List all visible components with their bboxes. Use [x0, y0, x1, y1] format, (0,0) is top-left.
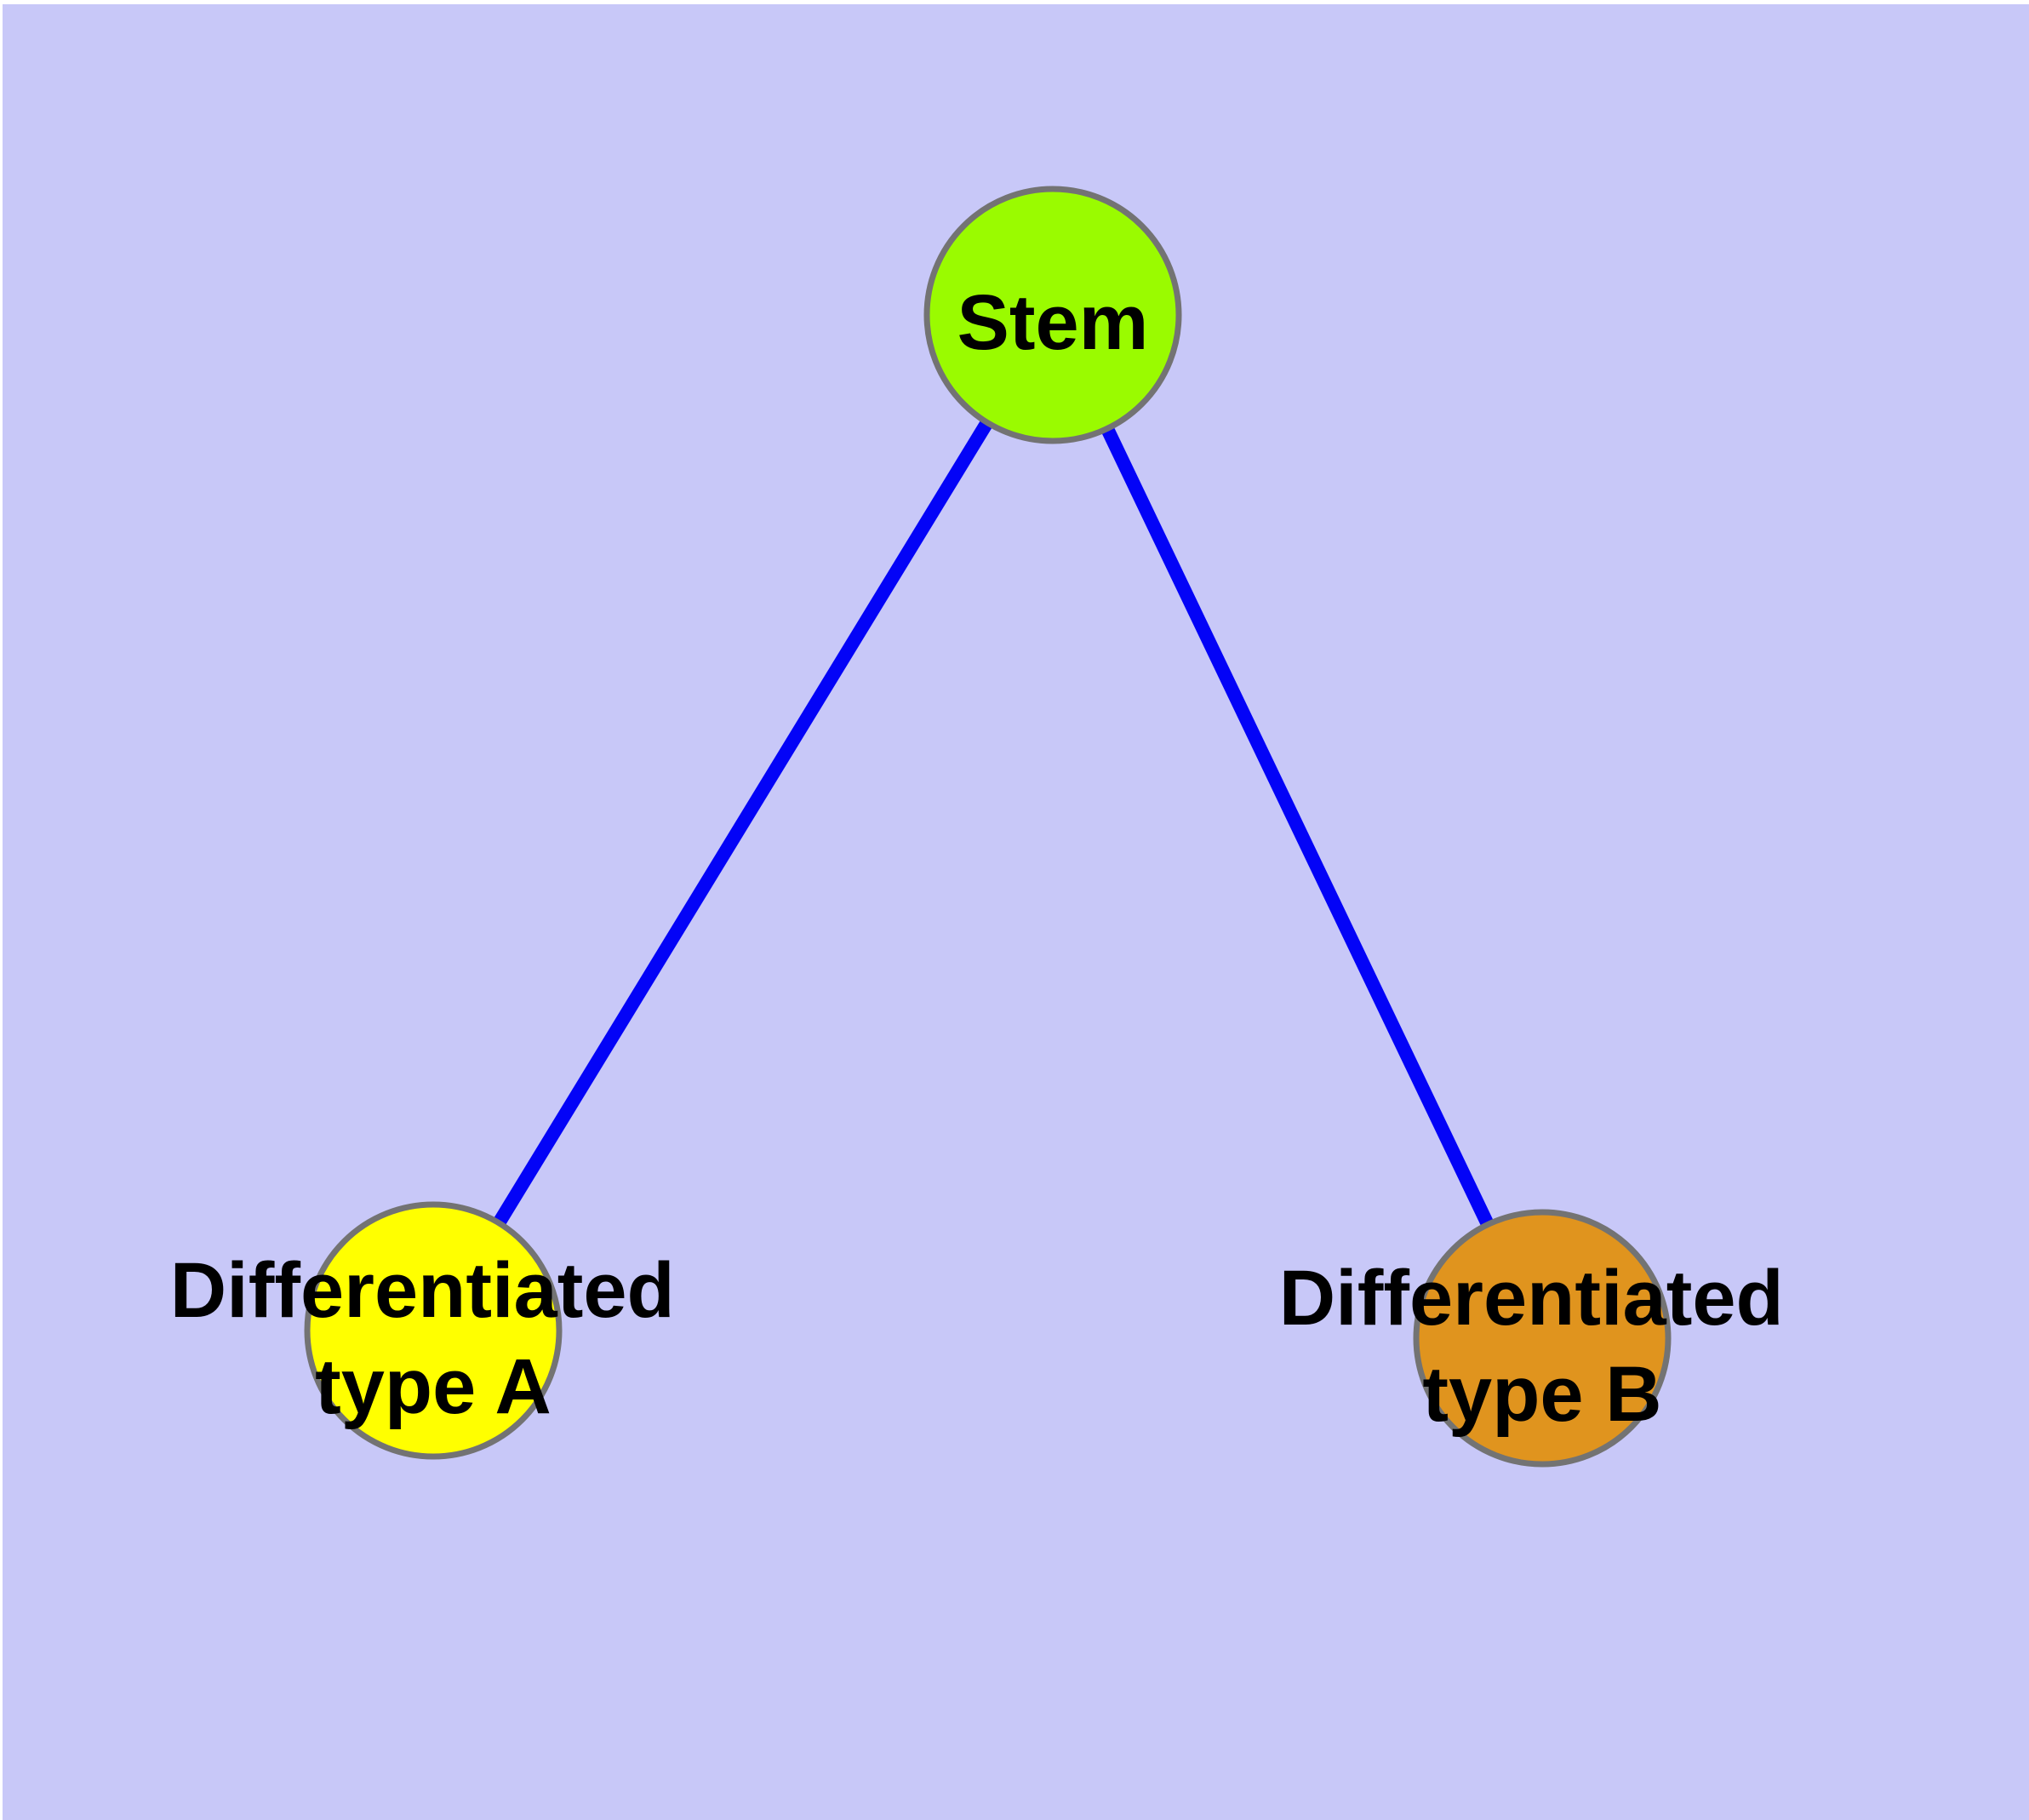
label-line: Differentiated [1279, 1255, 1784, 1342]
edge-stem-to-type-b [1046, 312, 1549, 1342]
label-line: Differentiated [170, 1247, 675, 1334]
label-line: type A [315, 1343, 552, 1430]
node-differentiated-type-b-label: Differentiated type B [1279, 1255, 1806, 1438]
node-stem-label: Stem [957, 279, 1149, 366]
node-differentiated-type-b-circle [1413, 1209, 1672, 1468]
node-stem-circle [923, 186, 1182, 444]
node-differentiated-type-a-label: Differentiated type A [170, 1247, 697, 1430]
label-line: Stem [957, 279, 1149, 366]
node-differentiated-type-a-circle [304, 1201, 563, 1460]
label-line: type B [1422, 1351, 1661, 1438]
edge-stem-to-type-a [427, 311, 1059, 1335]
